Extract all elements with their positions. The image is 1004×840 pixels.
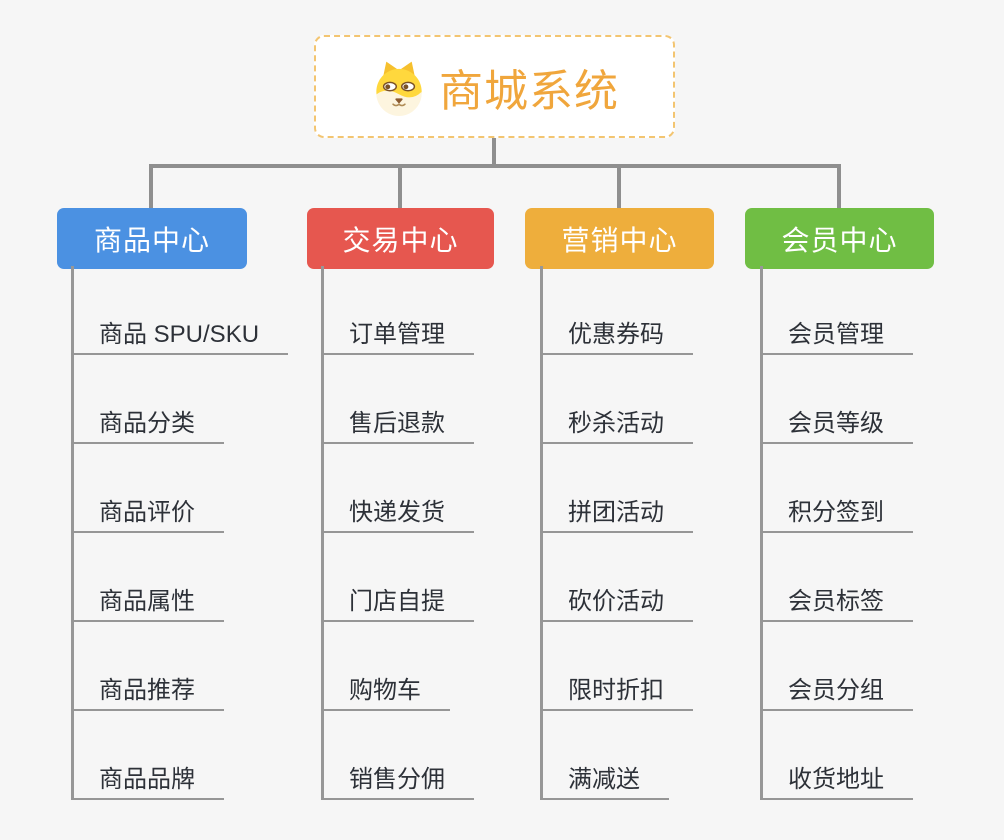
leaf-node[interactable]: 商品品牌	[71, 765, 224, 800]
root-title: 商城系统	[439, 66, 619, 116]
leaf-node[interactable]: 砍价活动	[540, 587, 693, 622]
branch-marketing[interactable]: 营销中心	[525, 208, 714, 269]
leaf-node[interactable]: 购物车	[321, 676, 450, 711]
spine-member	[760, 266, 763, 800]
connector-drop-member	[837, 164, 841, 210]
leaf-node[interactable]: 快递发货	[321, 498, 474, 533]
leaf-node[interactable]: 销售分佣	[321, 765, 474, 800]
spine-products	[71, 266, 74, 800]
connector-root-stub	[492, 138, 496, 168]
leaf-node[interactable]: 拼团活动	[540, 498, 693, 533]
leaf-node[interactable]: 优惠券码	[540, 320, 693, 355]
leaf-node[interactable]: 会员管理	[760, 320, 913, 355]
leaf-node[interactable]: 限时折扣	[540, 676, 693, 711]
leaf-node[interactable]: 商品属性	[71, 587, 224, 622]
leaf-node[interactable]: 商品 SPU/SKU	[71, 320, 289, 355]
leaf-node[interactable]: 会员分组	[760, 676, 913, 711]
branch-trade[interactable]: 交易中心	[307, 208, 494, 269]
leaf-node[interactable]: 商品评价	[71, 498, 224, 533]
leaf-node[interactable]: 会员标签	[760, 587, 913, 622]
leaf-node[interactable]: 订单管理	[321, 320, 474, 355]
branch-member[interactable]: 会员中心	[745, 208, 934, 269]
leaf-node[interactable]: 售后退款	[321, 409, 474, 444]
connector-drop-trade	[398, 164, 402, 210]
spine-trade	[321, 266, 324, 800]
connector-horizontal	[149, 164, 841, 168]
leaf-node[interactable]: 会员等级	[760, 409, 913, 444]
connector-drop-products	[149, 164, 153, 210]
leaf-node[interactable]: 门店自提	[321, 587, 474, 622]
leaf-node[interactable]: 收货地址	[760, 765, 913, 800]
connector-drop-marketing	[617, 164, 621, 210]
spine-marketing	[540, 266, 543, 800]
leaf-node[interactable]: 秒杀活动	[540, 409, 693, 444]
leaf-node[interactable]: 商品推荐	[71, 676, 224, 711]
leaf-node[interactable]: 积分签到	[760, 498, 913, 533]
root-node[interactable]: 商城系统	[314, 35, 675, 138]
branch-products[interactable]: 商品中心	[57, 208, 247, 269]
dog-face-icon	[370, 58, 428, 116]
leaf-node[interactable]: 商品分类	[71, 409, 224, 444]
leaf-node[interactable]: 满减送	[540, 765, 669, 800]
